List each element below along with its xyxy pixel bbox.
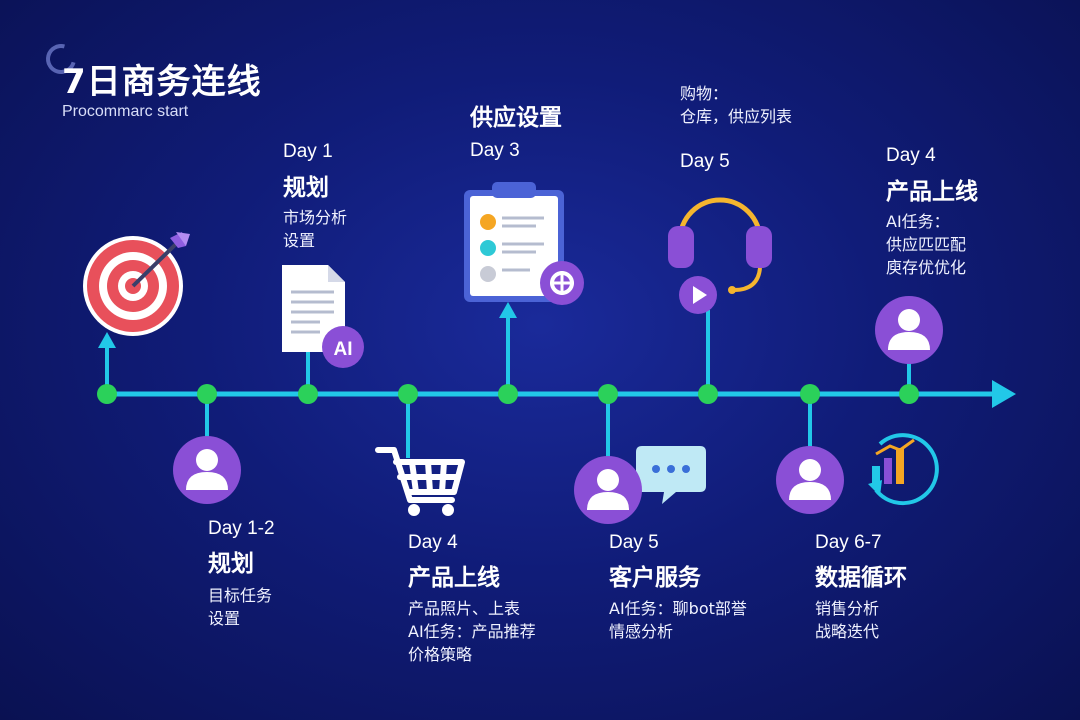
m3-heading: 供应设置 [470,105,562,131]
m4-day: Day 4 [408,532,458,553]
node-3 [398,384,418,404]
m1-heading: 规划 [283,175,329,201]
timeline-arrow-head [992,380,1016,408]
m7-desc: 销售分析 战略迭代 [815,597,879,643]
m6-top-line-1: 购物： [680,84,729,103]
m4-line-1: 产品照片、上表 [408,599,521,618]
m1-line-2: 设置 [283,231,316,250]
m5-line-2: 情感分析 [609,622,674,641]
m2-day: Day 1-2 [208,518,275,539]
m8-heading: 产品上线 [886,179,978,205]
target-icon [83,232,190,336]
headset-icon [668,197,772,314]
m4-line-3: 价格策略 [408,645,473,664]
node-2 [298,384,318,404]
m7-line-1: 销售分析 [815,599,880,618]
m5-desc: AI任务：聊bot部誉 情感分析 [609,597,747,643]
m7-day: Day 6-7 [815,532,882,553]
page-title: 7日商务连线 [62,62,262,102]
m4-heading: 产品上线 [408,565,500,591]
page-subtitle: Procommarc start [62,103,189,120]
connector-arrow-m0 [98,332,116,348]
m4-line-2: AI任务：产品推荐 [408,622,536,641]
document-ai-icon: AI [282,265,364,368]
m2-heading: 规划 [208,551,254,577]
m8-line-3: 庾存优优化 [886,258,967,277]
clipboard-icon [464,182,584,305]
m8-line-2: 供应匹匹配 [886,235,967,254]
m5-day: Day 5 [609,532,659,553]
m8-desc: AI任务： 供应匹匹配 庾存优优化 [886,210,966,279]
avatar-m7 [776,446,844,514]
m6-day: Day 5 [680,151,730,172]
m8-line-1: AI任务： [886,212,950,231]
node-4 [498,384,518,404]
node-6 [698,384,718,404]
node-0 [97,384,117,404]
m2-line-2: 设置 [208,609,241,628]
m6-top-desc: 购物： 仓库，供应列表 [680,82,792,128]
document-ai-badge: AI [334,339,353,360]
chat-bubble-icon [636,446,706,504]
shopping-cart-icon [375,447,465,503]
m5-heading: 客户服务 [609,565,701,591]
m5-line-1: AI任务：聊bot部誉 [609,599,747,618]
node-8 [899,384,919,404]
m7-line-2: 战略迭代 [815,622,880,641]
node-1 [197,384,217,404]
m4-desc: 产品照片、上表 AI任务：产品推荐 价格策略 [408,597,536,666]
connector-arrow-m3 [499,302,517,318]
m6-top-line-2: 仓库，供应列表 [680,107,793,126]
m1-line-1: 市场分析 [283,208,348,227]
node-7 [800,384,820,404]
m2-line-1: 目标任务 [208,586,273,605]
m8-day: Day 4 [886,145,936,166]
m2-desc: 目标任务 设置 [208,584,272,630]
m3-day: Day 3 [470,140,520,161]
avatar-m5 [574,456,642,524]
node-5 [598,384,618,404]
m1-day: Day 1 [283,141,333,162]
growth-cycle-icon [868,433,939,506]
m7-heading: 数据循环 [815,565,907,591]
avatar-m8 [875,296,943,364]
avatar-m2 [173,436,241,504]
m1-desc: 市场分析 设置 [283,206,347,252]
